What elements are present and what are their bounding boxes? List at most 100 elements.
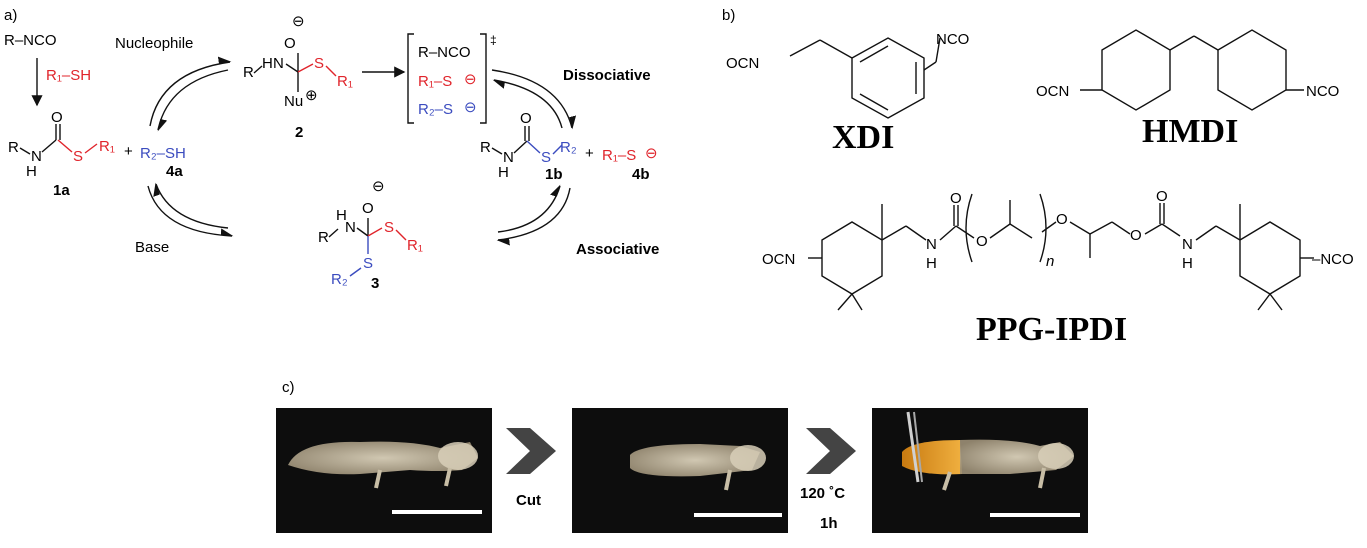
svg-text:R₁: R₁ [407,237,423,254]
svg-text:O: O [520,110,532,127]
thiolate1-charge: ⊖ [645,145,658,162]
thiol2-label: R₂–SH [140,145,186,162]
svg-text:O: O [284,35,296,52]
svg-text:N: N [1182,236,1193,253]
hmdi-label: HMDI [1142,113,1238,150]
compound-3-number: 3 [371,275,379,292]
svg-text:S: S [73,148,83,165]
svg-text:R: R [480,139,491,156]
svg-text:⊖: ⊖ [464,99,477,116]
thiol1-label: R₁–SH [46,67,91,84]
svg-text:NCO: NCO [1306,83,1339,100]
svg-text:N: N [503,149,514,166]
compound-1b-number: 1b [545,166,563,183]
svg-text:Nu: Nu [284,93,303,110]
svg-text:H: H [26,163,37,180]
svg-text:O: O [1156,188,1168,205]
transition-state: ‡ R–NCO R₁–S ⊖ R₂–S ⊖ [407,33,497,124]
photo-healed [872,408,1088,533]
svg-text:R₂: R₂ [560,139,577,156]
svg-text:–NCO: –NCO [1312,251,1354,268]
svg-text:H: H [498,164,509,181]
svg-text:S: S [384,219,394,236]
nucleophile-forward-arrow [149,56,232,127]
panel-b-label: b) [722,7,735,24]
svg-text:N: N [31,148,42,165]
svg-text:H: H [926,255,937,272]
photo-cut [572,408,788,533]
svg-text:N: N [926,236,937,253]
svg-text:R: R [318,229,329,246]
base-label: Base [135,239,169,256]
associative-label: Associative [576,241,659,258]
svg-text:OCN: OCN [1036,83,1069,100]
svg-text:O: O [51,109,63,126]
svg-text:R₂: R₂ [331,271,348,288]
plus-sign-1: + [124,143,133,160]
time-label: 1h [820,515,838,532]
associative-forward-arrow [496,187,571,246]
associative-reverse-arrow [497,184,561,233]
tweezers [906,411,920,483]
compound-4b-number: 4b [632,166,650,183]
compound-4a-number: 4a [166,163,183,180]
svg-text:⊕: ⊕ [305,87,318,104]
svg-text:R: R [8,139,19,156]
svg-text:R₂–S: R₂–S [418,101,453,118]
panel-c-label: c) [282,379,295,396]
ppg-ipdi-structure: OCN –NCO N H O O n O O O N H [762,188,1354,311]
svg-text:H: H [1182,255,1193,272]
hmdi-structure: OCN NCO [1036,29,1339,111]
svg-text:n: n [1046,253,1054,270]
compound-1a: R N H O S R₁ [8,109,115,180]
svg-text:R₁: R₁ [99,138,115,155]
svg-text:‡: ‡ [490,33,497,47]
compound-2-number: 2 [295,124,303,141]
dissociative-reverse-arrow [492,79,563,129]
svg-text:N: N [345,219,356,236]
isocyanate-label: R–NCO [4,32,57,49]
svg-text:R: R [243,64,254,81]
svg-text:H: H [262,55,273,72]
svg-text:R₁: R₁ [337,73,353,90]
compound-1a-number: 1a [53,182,70,199]
svg-text:O: O [1056,211,1068,228]
svg-text:R₁–S: R₁–S [418,73,452,90]
cut-label: Cut [516,492,541,509]
compound-1b: R N H O S R₂ [480,110,577,181]
svg-text:NCO: NCO [936,31,969,48]
svg-text:O: O [950,190,962,207]
compound-2: R H N O ⊖ Nu ⊕ S R₁ [243,13,353,110]
svg-text:S: S [363,255,373,272]
svg-text:OCN: OCN [762,251,795,268]
svg-text:N: N [273,55,284,72]
svg-text:⊖: ⊖ [292,13,305,30]
svg-text:O: O [976,233,988,250]
svg-text:S: S [541,149,551,166]
panel-a-label: a) [4,7,17,24]
dissociative-label: Dissociative [563,67,651,84]
svg-text:O: O [1130,227,1142,244]
cut-arrow [506,428,556,474]
svg-text:S: S [314,55,324,72]
base-reverse-arrow [153,182,229,229]
svg-text:⊖: ⊖ [464,71,477,88]
svg-text:OCN: OCN [726,55,759,72]
svg-text:O: O [362,200,374,217]
photo-original [276,408,492,533]
nucleophile-label: Nucleophile [115,35,193,52]
temperature-label: 120 ˚C [800,485,845,502]
ppg-ipdi-label: PPG-IPDI [976,311,1127,348]
plus-sign-2: + [585,145,594,162]
base-forward-arrow [147,185,234,237]
svg-text:R–NCO: R–NCO [418,44,471,61]
xdi-structure: OCN NCO [726,31,969,119]
nucleophile-reverse-arrow [157,69,229,132]
xdi-label: XDI [832,119,894,156]
dissociative-forward-arrow [491,69,577,130]
svg-text:H: H [336,207,347,224]
heal-arrow [806,428,856,474]
svg-text:⊖: ⊖ [372,178,385,195]
